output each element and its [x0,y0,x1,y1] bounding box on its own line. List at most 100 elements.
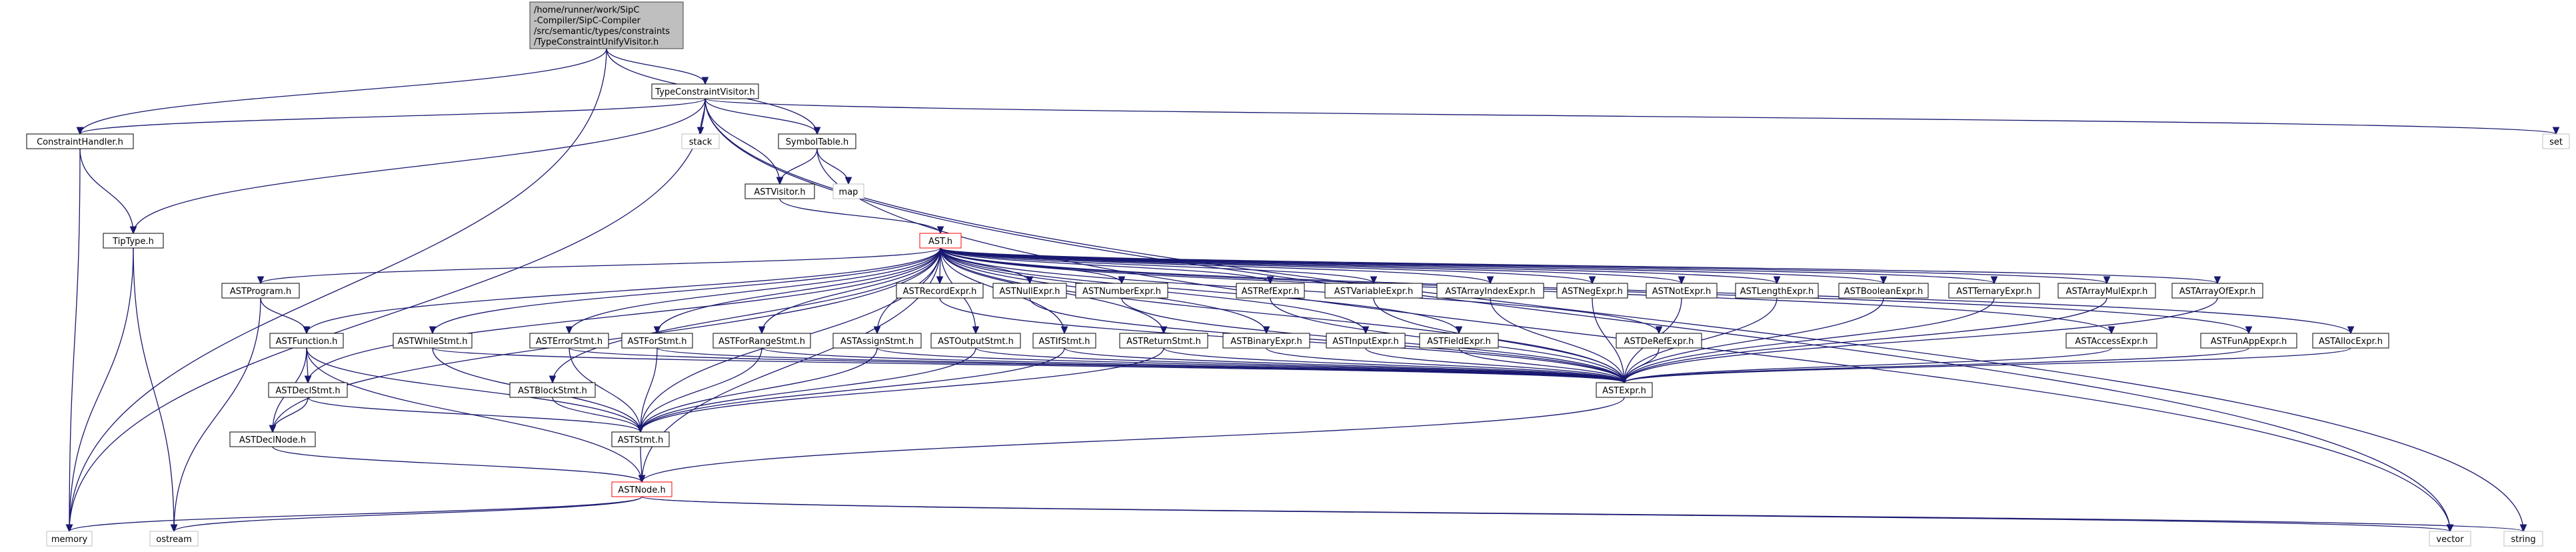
edge-forrst-to-stmt [641,347,762,432]
edge-ast-to-lenexp [940,247,1777,283]
node-amulexp[interactable]: ASTArrayMulExpr.h [2057,283,2156,299]
edge-tip-to-memory [69,247,134,531]
edge-errst-to-stmt [569,347,641,432]
edge-node-to-ostream [174,496,643,531]
node-label-forrst: ASTForRangeStmt.h [718,337,805,347]
node-label-expr: ASTExpr.h [1602,386,1646,396]
edge-outst-to-stmt [641,347,976,432]
node-st[interactable]: SymbolTable.h [778,133,856,149]
edge-assignst-to-expr [876,347,1624,383]
node-prog[interactable]: ASTProgram.h [221,283,300,299]
node-vector[interactable]: vector [2429,531,2471,547]
node-label-refexp: ASTRefExpr.h [1242,287,1300,297]
node-forrst[interactable]: ASTForRangeStmt.h [712,333,811,349]
node-memory[interactable]: memory [46,531,93,547]
edge-allocexp-to-expr [1624,347,2351,383]
node-label-vector: vector [2436,535,2464,545]
node-allocexp[interactable]: ASTAllocExpr.h [2312,333,2389,349]
edge-forst-to-stmt [641,347,658,432]
edge-tcv-to-tip [133,98,706,233]
node-astv[interactable]: ASTVisitor.h [744,183,815,199]
node-varexp[interactable]: ASTVariableExpr.h [1324,283,1423,299]
edge-tcv-to-set [704,98,2556,134]
node-ch[interactable]: ConstraintHandler.h [26,133,134,149]
edge-ast-to-blockst [553,247,941,383]
node-box-outst [930,333,1021,349]
node-assignst[interactable]: ASTAssignStmt.h [832,333,922,349]
node-label-tip: TipType.h [112,237,154,247]
node-box-set [2542,133,2570,149]
node-label-ch: ConstraintHandler.h [37,137,123,147]
node-fieldexp[interactable]: ASTFieldExpr.h [1419,333,1499,349]
edge-ch-to-tip [79,148,133,233]
edge-declst-to-declnode [273,397,309,432]
node-ast[interactable]: AST.h [919,233,962,249]
node-label-stmt: ASTStmt.h [618,435,664,445]
node-root[interactable]: /home/runner/work/SipC-Compiler/SipC-Com… [529,1,684,49]
edge-node-to-memory [69,496,643,531]
node-box-declnode [229,431,316,447]
node-whilest[interactable]: ASTWhileStmt.h [393,333,473,349]
node-label-tcv: TypeConstraintVisitor.h [654,87,754,97]
node-binexp[interactable]: ASTBinaryExpr.h [1222,333,1310,349]
node-derefexp[interactable]: ASTDeRefExpr.h [1616,333,1702,349]
node-inexp[interactable]: ASTInputExpr.h [1326,333,1406,349]
node-label-notexp: ASTNotExpr.h [1652,287,1712,297]
node-nullexp[interactable]: ASTNullExpr.h [992,283,1067,299]
node-box-refexp [1236,283,1305,299]
node-notexp[interactable]: ASTNotExpr.h [1646,283,1718,299]
edge-tcv-to-st [704,98,817,134]
node-box-ast [919,233,962,249]
node-label-binexp: ASTBinaryExpr.h [1230,337,1302,347]
node-negexp[interactable]: ASTNegExpr.h [1556,283,1628,299]
edge-tcv-to-string [704,98,2523,531]
node-func[interactable]: ASTFunction.h [269,333,344,349]
node-box-forrst [712,333,811,349]
node-errst[interactable]: ASTErrorStmt.h [529,333,609,349]
node-lenexp[interactable]: ASTLengthExpr.h [1735,283,1819,299]
node-label-negexp: ASTNegExpr.h [1562,287,1623,297]
node-blockst[interactable]: ASTBlockStmt.h [509,382,596,398]
node-numexp[interactable]: ASTNumberExpr.h [1075,283,1168,299]
node-stmt[interactable]: ASTStmt.h [611,431,670,447]
edge-ast-to-whilest [433,247,941,333]
node-aiexp[interactable]: ASTArrayIndexExpr.h [1436,283,1544,299]
node-retst[interactable]: ASTReturnStmt.h [1119,333,1208,349]
edge-tip-to-ostream [133,247,174,531]
node-expr[interactable]: ASTExpr.h [1596,382,1653,398]
node-outst[interactable]: ASTOutputStmt.h [930,333,1021,349]
node-box-expr [1596,382,1653,398]
node-map[interactable]: map [832,183,864,199]
node-forst[interactable]: ASTForStmt.h [621,333,693,349]
node-accexp[interactable]: ASTAccessExpr.h [2065,333,2157,349]
node-string[interactable]: string [2503,531,2543,547]
edge-ch-to-memory [69,148,81,531]
node-label-blockst: ASTBlockStmt.h [518,386,587,396]
node-boolexp[interactable]: ASTBooleanExpr.h [1838,283,1929,299]
node-box-st [778,133,856,149]
node-declst[interactable]: ASTDeclStmt.h [268,382,348,398]
edge-accexp-to-expr [1624,347,2112,383]
node-aofexp[interactable]: ASTArrayOfExpr.h [2171,283,2263,299]
node-box-ch [26,133,134,149]
node-ostream[interactable]: ostream [149,531,199,547]
node-tcv[interactable]: TypeConstraintVisitor.h [651,83,759,99]
node-tip[interactable]: TipType.h [103,233,164,249]
node-funapp[interactable]: ASTFunAppExpr.h [2200,333,2297,349]
node-declnode[interactable]: ASTDeclNode.h [229,431,316,447]
edge-expr-to-node [642,397,1625,482]
edge-funapp-to-expr [1624,347,2249,383]
node-recexp[interactable]: ASTRecordExpr.h [896,283,984,299]
node-set[interactable]: set [2542,133,2570,149]
edge-func-to-stmt [306,347,641,432]
node-box-varexp [1324,283,1423,299]
node-ternexp[interactable]: ASTTernaryExpr.h [1948,283,2040,299]
edge-node-to-string [641,496,2523,531]
node-label-func: ASTFunction.h [276,337,338,347]
edge-ifst-to-stmt [641,347,1065,432]
node-ifst[interactable]: ASTIfStmt.h [1032,333,1096,349]
node-refexp[interactable]: ASTRefExpr.h [1236,283,1305,299]
node-stack[interactable]: stack [681,133,720,149]
node-node[interactable]: ASTNode.h [611,481,672,497]
node-label-funapp: ASTFunAppExpr.h [2211,337,2287,347]
